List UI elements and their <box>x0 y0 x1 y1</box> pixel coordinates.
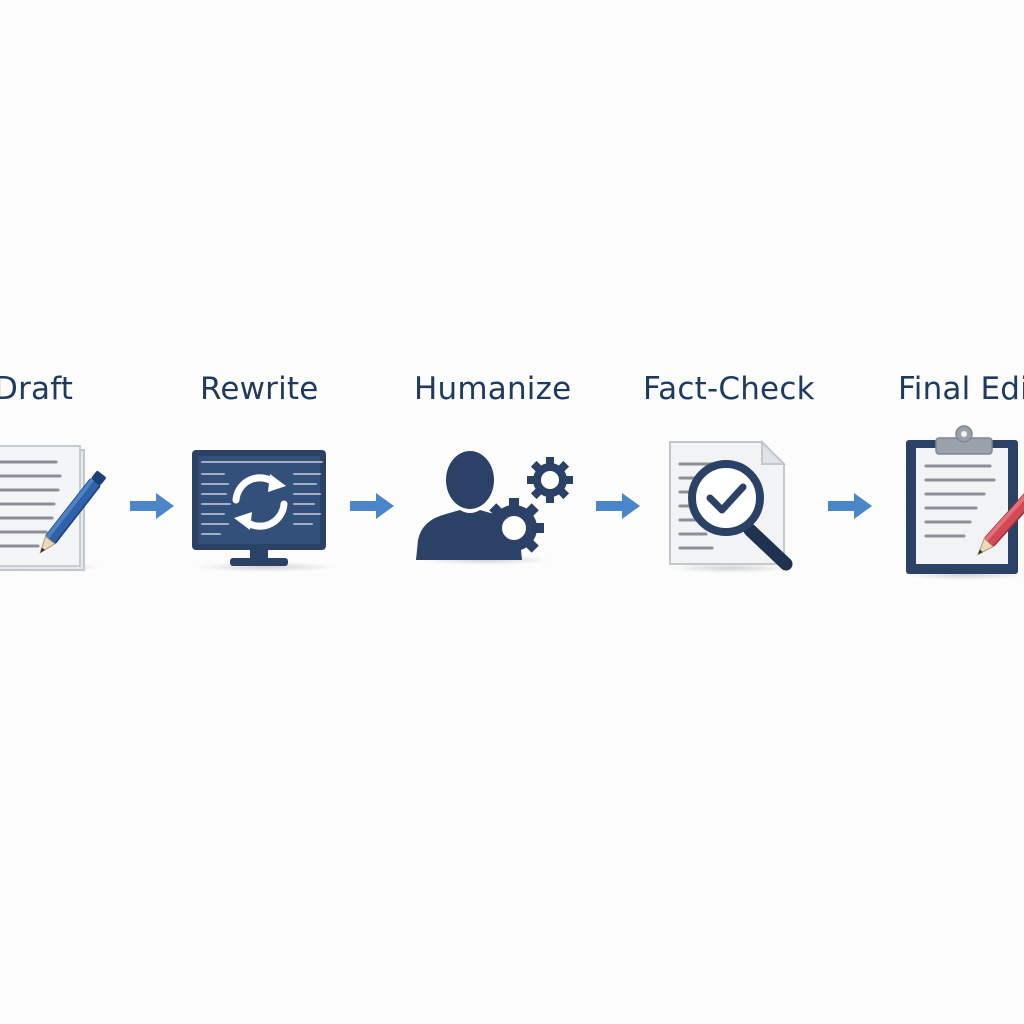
right-arrow-icon <box>348 490 396 522</box>
step-label-fact-check: Fact-Check <box>643 371 815 407</box>
right-arrow-icon <box>594 490 642 522</box>
monitor-refresh-icon <box>190 448 330 572</box>
person-gears-icon <box>416 450 578 562</box>
step-label-humanize: Humanize <box>414 371 572 407</box>
fact-check-shadow <box>670 563 790 573</box>
step-label-rewrite: Rewrite <box>200 371 319 407</box>
gear-icon <box>484 498 544 558</box>
document-pencil-icon <box>0 444 124 574</box>
step-label-draft: Draft <box>0 371 74 407</box>
rewrite-shadow <box>196 562 336 572</box>
final-edit-shadow <box>905 570 1024 580</box>
gear-icon <box>527 457 573 503</box>
step-label-final-edit: Final Edi <box>898 371 1024 407</box>
right-arrow-icon <box>128 490 176 522</box>
document-magnifier-check-icon <box>666 438 800 574</box>
clipboard-pencil-icon <box>904 425 1024 578</box>
right-arrow-icon <box>826 490 874 522</box>
check-icon <box>706 483 747 514</box>
